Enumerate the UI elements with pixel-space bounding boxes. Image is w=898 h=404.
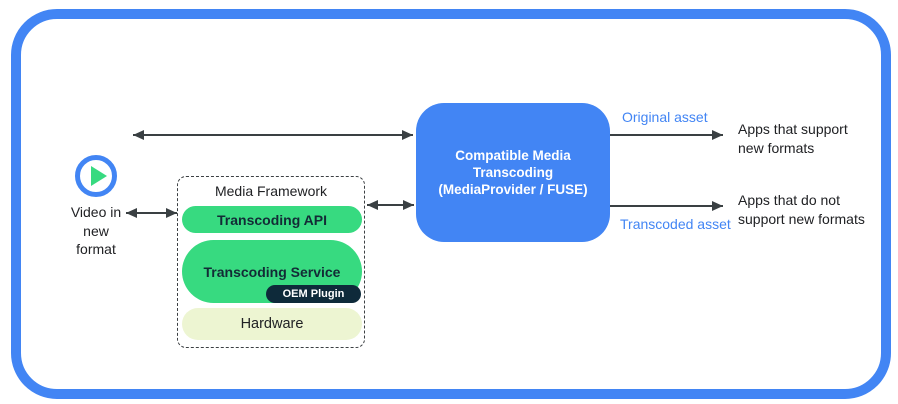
play-triangle-icon (91, 166, 107, 186)
hardware-label: Hardware (240, 316, 304, 332)
arrow-source-to-framework (126, 208, 177, 218)
original-asset-label: Original asset (622, 109, 708, 125)
transcoding-api-pill: Transcoding API (182, 206, 362, 233)
transcoding-service-pill: Transcoding Service OEM Plugin (182, 240, 362, 303)
media-framework-title: Media Framework (214, 183, 328, 199)
arrow-source-to-transcoder (133, 130, 413, 140)
oem-plugin-label: OEM Plugin (282, 288, 345, 300)
oem-plugin-pill: OEM Plugin (266, 285, 361, 303)
arrow-transcoded-asset (610, 201, 723, 211)
outer-border-frame (11, 9, 891, 399)
transcoding-api-label: Transcoding API (217, 211, 327, 228)
arrow-original-asset (610, 130, 723, 140)
hardware-pill: Hardware (182, 308, 362, 340)
play-icon (75, 155, 117, 197)
transcoded-asset-label: Transcoded asset (620, 216, 731, 232)
arrow-framework-to-transcoder (367, 200, 414, 210)
apps-support-label: Apps that support new formats (738, 121, 848, 156)
source-video-label: Video in new format (70, 204, 122, 257)
apps-not-support-label: Apps that do not support new formats (738, 192, 865, 227)
transcoding-service-label: Transcoding Service (203, 263, 341, 280)
compatible-media-transcoding-box: Compatible Media Transcoding (MediaProvi… (416, 103, 610, 242)
